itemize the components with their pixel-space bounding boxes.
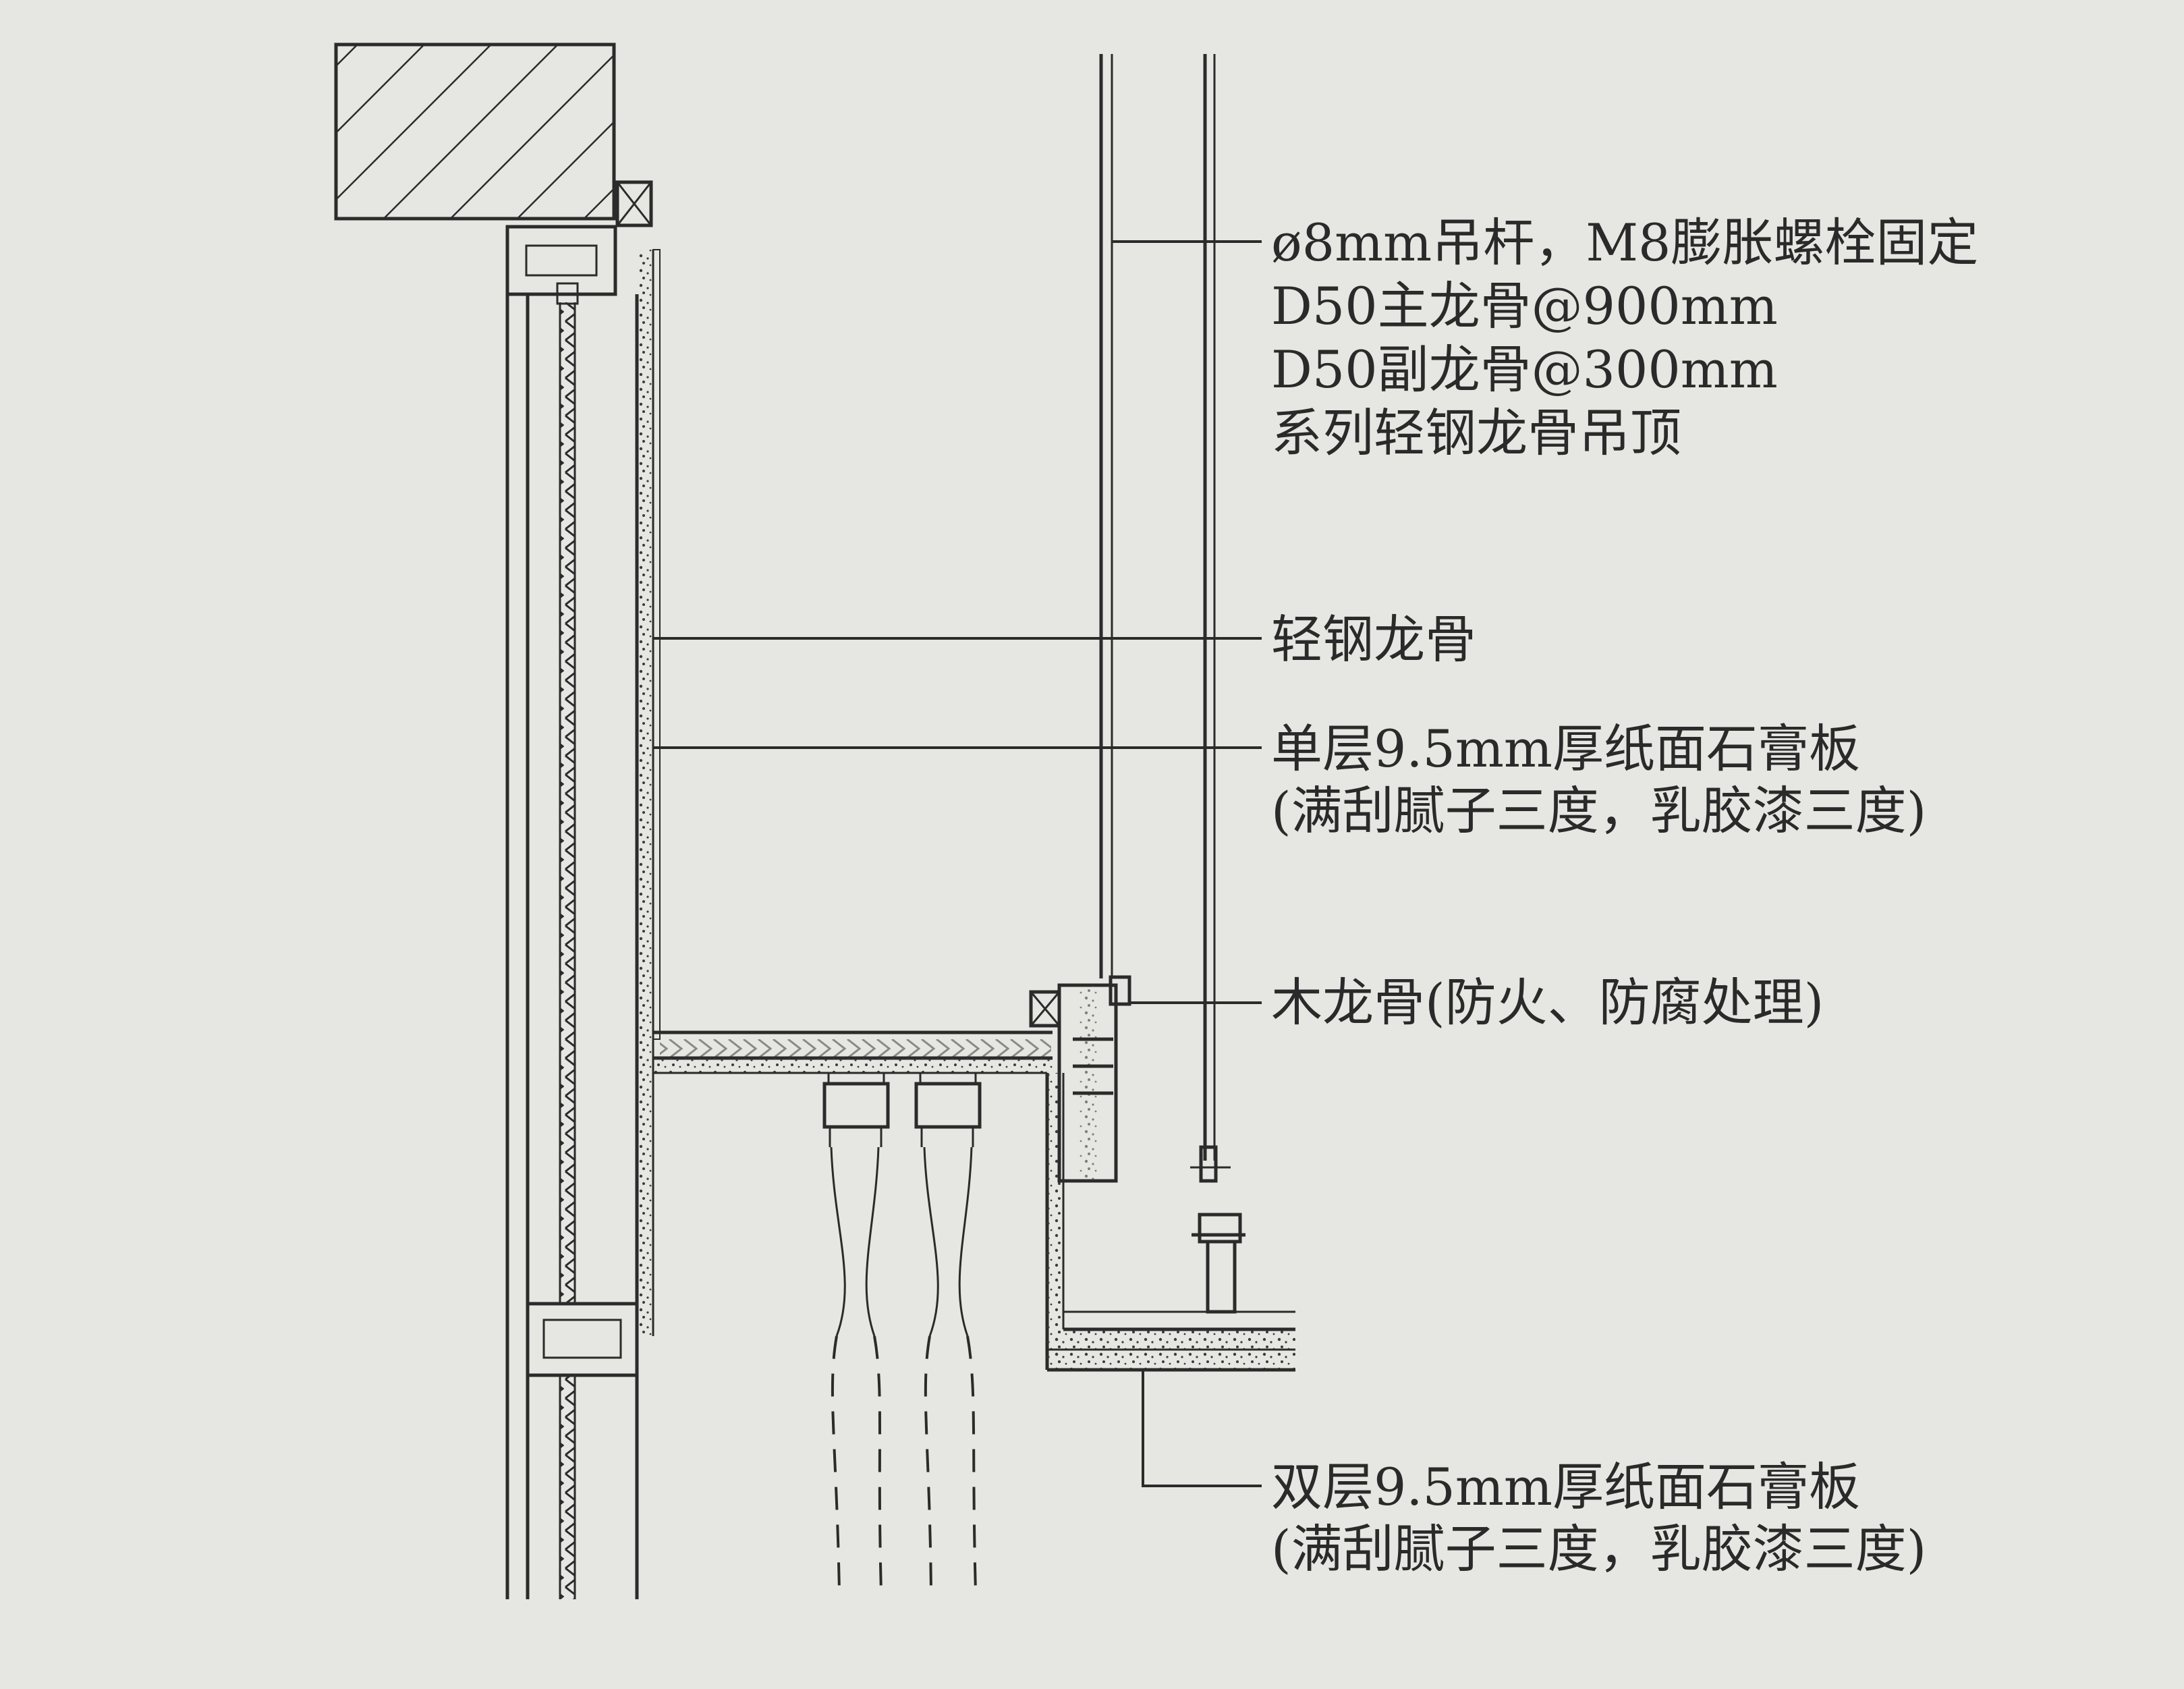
label-double-board: 双层9.5mm厚纸面石膏板 (满刮腻子三度，乳胶漆三度) [1271,1457,1926,1579]
concrete-slab [334,43,616,221]
window-frame-bottom [526,1302,639,1377]
label-hanger: ø8mm吊杆，M8膨胀螺栓固定 D50主龙骨@900mm D50副龙骨@300m… [1271,213,1978,463]
curtain-box [653,1030,1053,1074]
wood-joist [1029,975,1131,1183]
lower-ceiling-boards [1047,1310,1295,1372]
window-frame-top [505,225,617,305]
label-wood-joist-line-1: 木龙骨(防火、防腐处理) [1271,972,1824,1032]
label-single-board-line-2: (满刮腻子三度，乳胶漆三度) [1271,781,1926,841]
label-wood-joist: 木龙骨(防火、防腐处理) [1271,972,1824,1032]
hanger-rods [1099,54,1216,1161]
label-hanger-line-2: D50主龙骨@900mm [1271,276,1778,336]
curtain-track-boxes [822,1073,982,1147]
label-double-board-line-2: (满刮腻子三度，乳胶漆三度) [1271,1519,1926,1579]
label-double-board-line-1: 双层9.5mm厚纸面石膏板 [1271,1457,1860,1517]
leader-lines [653,240,1262,1487]
label-single-board-line-1: 单层9.5mm厚纸面石膏板 [1271,719,1860,779]
vertical-gypsum-board [637,249,661,1336]
main-runner-hanger [1190,1145,1245,1314]
label-light-steel: 轻钢龙骨 [1271,609,1476,669]
slab-wood-block [615,180,653,227]
label-hanger-line-1: ø8mm吊杆，M8膨胀螺栓固定 [1271,213,1978,273]
label-light-steel-line-1: 轻钢龙骨 [1271,609,1476,669]
curtain-dashed [830,1146,977,1593]
glass-strip [559,302,576,1599]
label-hanger-line-3: D50副龙骨@300mm [1271,339,1778,399]
label-single-board: 单层9.5mm厚纸面石膏板 (满刮腻子三度，乳胶漆三度) [1271,719,1926,841]
label-hanger-line-4: 系列轻钢龙骨吊顶 [1271,403,1681,463]
